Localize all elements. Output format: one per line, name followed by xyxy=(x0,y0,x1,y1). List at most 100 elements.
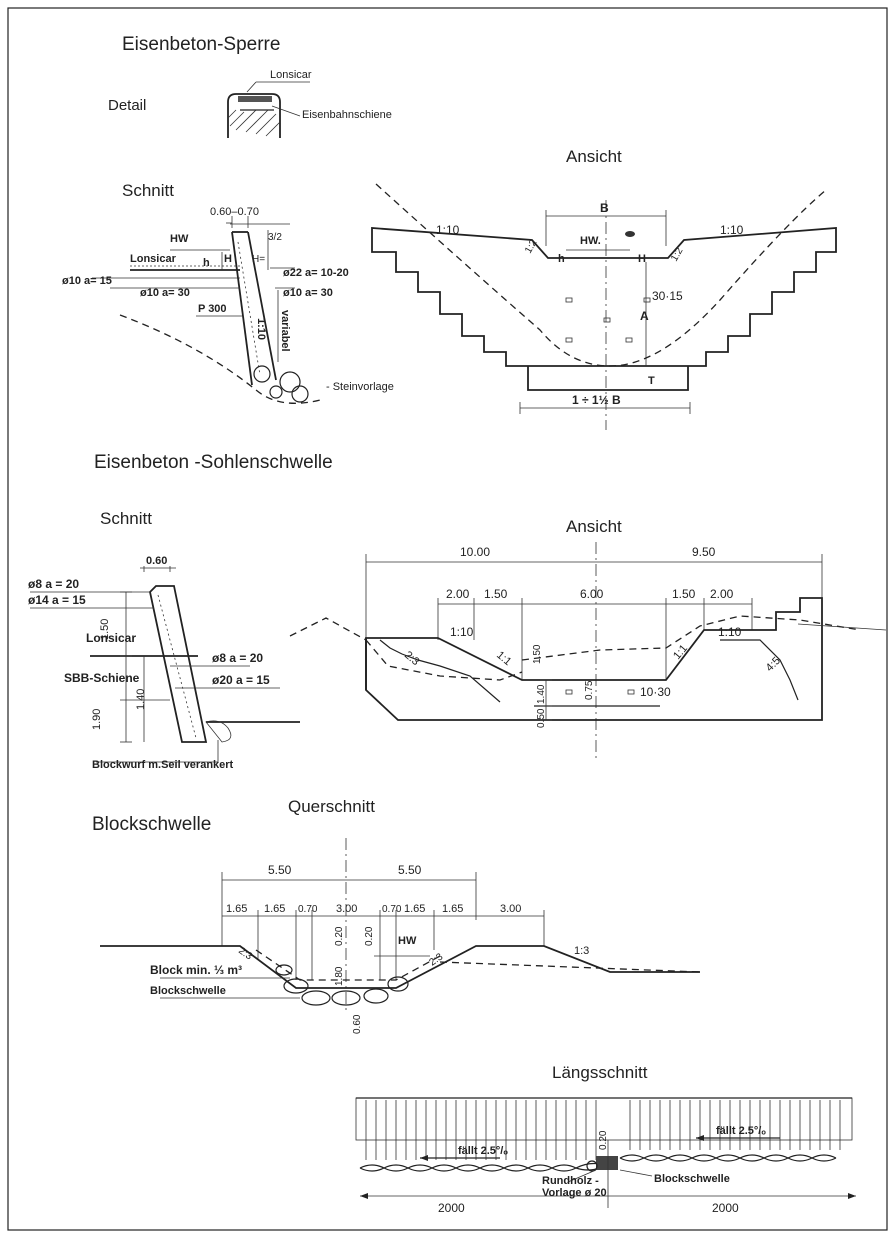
querschnitt-total-right: 5.50 xyxy=(398,863,422,877)
sperre-schnitt-reb-1: ø22 a= 10-20 xyxy=(283,267,349,279)
sperre-schnitt-H: H xyxy=(224,253,232,265)
sperre-ansicht-hw: HW. xyxy=(580,235,601,247)
laengsschnitt-len-left: 2000 xyxy=(438,1201,465,1215)
sperre-schnitt-reb-4: ø10 a= 30 xyxy=(283,287,333,299)
sperre-schnitt-slope: 1:10 xyxy=(255,318,267,340)
sperre-schnitt-p300: P 300 xyxy=(198,303,227,315)
laengsschnitt-faellt-left: fällt 2.5°/ₒ xyxy=(458,1145,508,1157)
sperre-ansicht-H: H xyxy=(638,253,646,265)
sperre-ansicht-side-right: 1:2 xyxy=(669,246,686,264)
sohle-schnitt-d2: 1.40 xyxy=(135,689,147,710)
sohle-schnitt-sbb: SBB-Schiene xyxy=(64,671,140,685)
laengsschnitt-title: Längsschnitt xyxy=(552,1063,648,1082)
detail-label-schiene: Eisenbahnschiene xyxy=(302,109,392,121)
sohle-ansicht-drawing xyxy=(289,542,887,760)
querschnitt-dim-3: 3.00 xyxy=(336,903,357,915)
sohle-ansicht-title: Ansicht xyxy=(566,517,622,536)
sohle-ansicht-v2: 1.40 xyxy=(536,684,547,704)
detail-label-lonsicar: Lonsicar xyxy=(270,69,312,81)
sperre-schnitt-h: h xyxy=(203,257,210,269)
querschnitt-blockschwelle: Blockschwelle xyxy=(150,985,226,997)
querschnitt-hw: HW xyxy=(398,935,417,947)
sohle-ansicht-left-total: 10.00 xyxy=(460,545,490,559)
sperre-ansicht-B: B xyxy=(600,201,609,215)
querschnitt-block: Block min. ⅓ m³ xyxy=(150,963,242,977)
sohle-ansicht-side-right: 1:1 xyxy=(671,642,690,661)
detail-drawing xyxy=(227,81,310,138)
sperre-schnitt-H-formula: H= xyxy=(252,254,265,265)
querschnitt-slope-right: 2:3 xyxy=(427,951,445,968)
laengsschnitt-len-right: 2000 xyxy=(712,1201,739,1215)
sohle-ansicht-holes: 10·30 xyxy=(640,685,671,699)
sohle-ansicht-outer-left: 2:3 xyxy=(402,649,421,668)
laengsschnitt-drawing xyxy=(355,1097,856,1208)
sohle-schnitt-reb-4: ø20 a = 15 xyxy=(212,673,270,687)
laengsschnitt-blockschwelle: Blockschwelle xyxy=(654,1173,730,1185)
sohle-schnitt-d3: 1.90 xyxy=(91,709,103,730)
sohle-schnitt-blockwurf: Blockwurf m.Seil verankert xyxy=(92,759,234,771)
sohle-ansicht-dim-2: 6.00 xyxy=(580,587,604,601)
sohle-ansicht-dim-0: 2.00 xyxy=(446,587,470,601)
querschnitt-dim-1: 1.65 xyxy=(264,903,285,915)
sohle-ansicht-v3: 0.50 xyxy=(536,708,547,728)
sohle-ansicht-slope-right: 1:10 xyxy=(718,625,742,639)
sohle-ansicht-dim-3: 1.50 xyxy=(672,587,696,601)
sperre-schnitt-frac: 3/2 xyxy=(268,232,282,243)
sohle-schnitt-reb-2: ø14 a = 15 xyxy=(28,593,86,607)
querschnitt-title: Querschnitt xyxy=(288,797,375,816)
title-sohlenschwelle: Eisenbeton -Sohlenschwelle xyxy=(94,452,333,473)
sperre-ansicht-slope-left: 1:10 xyxy=(436,223,460,237)
sohle-ansicht-dim-1: 1.50 xyxy=(484,587,508,601)
sperre-ansicht-spacing: 30·15 xyxy=(652,289,683,303)
querschnitt-total-left: 5.50 xyxy=(268,863,292,877)
sperre-schnitt-hw: HW xyxy=(170,233,189,245)
sohle-schnitt-dim-top: 0.60 xyxy=(146,555,167,567)
sperre-ansicht-base-width: 1 ÷ 1½ B xyxy=(572,393,621,407)
sohle-schnitt-lonsicar: Lonsicar xyxy=(86,631,136,645)
sperre-schnitt-reb-3: ø10 a= 30 xyxy=(140,287,190,299)
sperre-ansicht-title: Ansicht xyxy=(566,147,622,166)
sperre-schnitt-lonsicar: Lonsicar xyxy=(130,253,177,265)
title-eisenbeton-sperre: Eisenbeton-Sperre xyxy=(122,34,280,55)
sohle-ansicht-right-total: 9.50 xyxy=(692,545,716,559)
sohle-ansicht-v4: 0.75 xyxy=(584,680,595,700)
sperre-ansicht-A: A xyxy=(640,309,649,323)
sohle-ansicht-v1: 1.50 xyxy=(532,644,543,664)
querschnitt-dim-7: 3.00 xyxy=(500,903,521,915)
sohle-schnitt-reb-1: ø8 a = 20 xyxy=(28,577,79,591)
querschnitt-dim-2: 0.70 xyxy=(298,904,318,915)
sohle-ansicht-outer-right: 4:5 xyxy=(764,655,783,674)
querschnitt-v4: 0.60 xyxy=(352,1014,363,1034)
sperre-schnitt-variabel: variabel xyxy=(279,310,291,352)
sperre-schnitt-dim-top: 0.60–0.70 xyxy=(210,206,259,218)
sperre-schnitt-steinvorlage: - Steinvorlage xyxy=(326,381,394,393)
laengsschnitt-faellt-right: fällt 2.5°/ₒ xyxy=(716,1125,766,1137)
sohle-ansicht-side-left: 1:1 xyxy=(494,649,513,668)
sperre-ansicht-slope-right: 1:10 xyxy=(720,223,744,237)
laengsschnitt-dim-v: 0.20 xyxy=(598,1130,609,1150)
sohle-schnitt-drawing xyxy=(30,566,300,763)
querschnitt-dim-5: 1.65 xyxy=(404,903,425,915)
sohle-schnitt-d1: 1.50 xyxy=(99,619,111,640)
sohle-ansicht-slope-left: 1:10 xyxy=(450,625,474,639)
sperre-ansicht-T: T xyxy=(648,375,655,387)
sperre-ansicht-drawing xyxy=(371,183,837,430)
sperre-schnitt-reb-2: ø10 a= 15 xyxy=(62,275,112,287)
detail-title: Detail xyxy=(108,97,146,114)
sheet-border xyxy=(7,7,888,1231)
sohle-schnitt-title: Schnitt xyxy=(100,509,152,528)
querschnitt-drawing xyxy=(100,838,701,1010)
querschnitt-slope-far: 1:3 xyxy=(574,945,589,957)
title-blockschwelle: Blockschwelle xyxy=(92,814,211,835)
querschnitt-dim-4: 0.70 xyxy=(382,904,402,915)
querschnitt-dim-6: 1.65 xyxy=(442,903,463,915)
querschnitt-v1: 0.20 xyxy=(334,926,345,946)
querschnitt-v3: 0.20 xyxy=(364,926,375,946)
sperre-schnitt-title: Schnitt xyxy=(122,181,174,200)
sperre-schnitt-drawing xyxy=(92,216,321,404)
sperre-ansicht-h: h xyxy=(558,253,565,265)
laengsschnitt-rundholz-2: Vorlage ø 20 xyxy=(542,1187,607,1199)
laengsschnitt-rundholz-1: Rundholz - xyxy=(542,1175,599,1187)
querschnitt-dim-0: 1.65 xyxy=(226,903,247,915)
